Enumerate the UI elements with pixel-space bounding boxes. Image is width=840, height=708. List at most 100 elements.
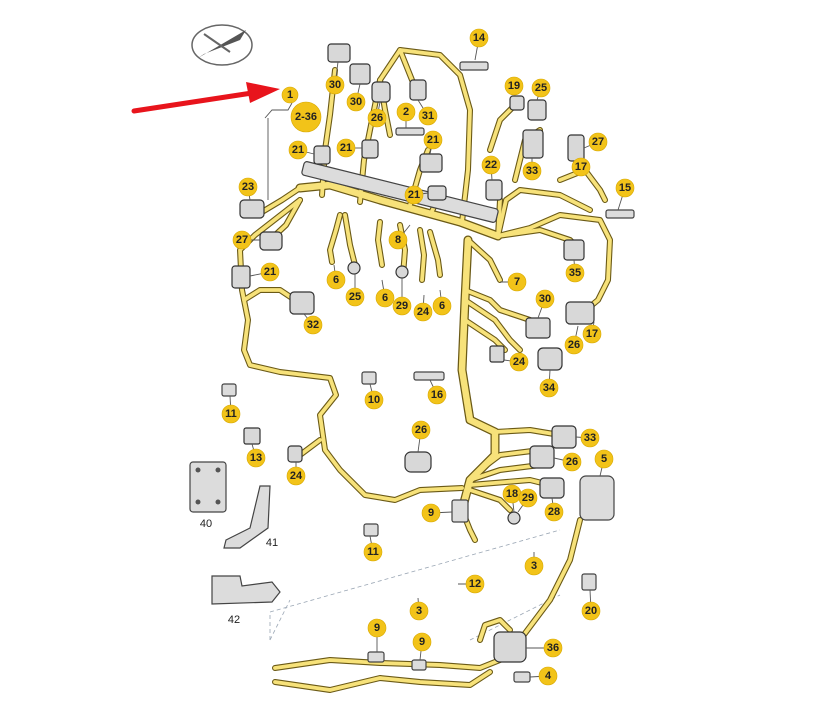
callout-14[interactable]: 14 bbox=[469, 28, 489, 61]
callout-29[interactable]: 29 bbox=[392, 278, 412, 316]
callout-number: 9 bbox=[419, 636, 425, 648]
callout-number: 25 bbox=[349, 291, 361, 303]
callout-19[interactable]: 19 bbox=[504, 76, 524, 97]
callout-21[interactable]: 21 bbox=[336, 138, 362, 158]
harness-branch bbox=[273, 670, 492, 692]
callout-31[interactable]: 31 bbox=[417, 99, 438, 126]
callout-12[interactable]: 12 bbox=[458, 574, 485, 594]
callout-badge-circle bbox=[531, 78, 551, 98]
callout-21[interactable]: 21 bbox=[288, 140, 315, 160]
connector-33a bbox=[522, 129, 544, 159]
callout-number: 19 bbox=[508, 80, 520, 92]
callout-29[interactable]: 29 bbox=[517, 488, 538, 513]
harness-branch bbox=[298, 438, 322, 457]
callout-21[interactable]: 21 bbox=[423, 130, 443, 155]
callout-33[interactable]: 33 bbox=[575, 428, 600, 448]
callout-badge-circle bbox=[582, 324, 602, 344]
callout-badge-circle bbox=[538, 666, 558, 686]
callout-3[interactable]: 3 bbox=[409, 597, 429, 621]
callout-23[interactable]: 23 bbox=[238, 177, 258, 201]
callout-number: 25 bbox=[535, 82, 547, 94]
callout-number: 27 bbox=[236, 234, 248, 246]
callout-2[interactable]: 2 bbox=[396, 102, 416, 128]
callout-number: 34 bbox=[543, 382, 556, 394]
callout-24[interactable]: 24 bbox=[503, 352, 529, 372]
callout-34[interactable]: 34 bbox=[539, 369, 559, 398]
callout-21[interactable]: 21 bbox=[404, 185, 429, 205]
callout-25[interactable]: 25 bbox=[345, 274, 365, 307]
callout-badge-circle bbox=[571, 157, 591, 177]
callout-6[interactable]: 6 bbox=[375, 279, 395, 308]
connector-13 bbox=[243, 427, 261, 445]
callout-16[interactable]: 16 bbox=[427, 379, 447, 405]
harness-branch bbox=[463, 298, 522, 352]
callout-3[interactable]: 3 bbox=[524, 552, 544, 576]
connector-34 bbox=[537, 347, 563, 371]
connector-bracket-rail bbox=[301, 161, 499, 223]
callout-number: 16 bbox=[431, 389, 443, 401]
callout-24[interactable]: 24 bbox=[413, 294, 433, 322]
callout-26[interactable]: 26 bbox=[564, 325, 584, 355]
callout-26[interactable]: 26 bbox=[411, 420, 431, 453]
callout-30[interactable]: 30 bbox=[535, 289, 555, 319]
callout-number: 10 bbox=[368, 394, 380, 406]
callout-badge-circle bbox=[465, 574, 485, 594]
callout-24[interactable]: 24 bbox=[286, 462, 306, 486]
callout-number: 15 bbox=[619, 182, 631, 194]
harness-branch bbox=[260, 186, 302, 214]
callout-26[interactable]: 26 bbox=[553, 452, 582, 472]
callout-25[interactable]: 25 bbox=[531, 78, 551, 101]
callout-18[interactable]: 18 bbox=[502, 484, 522, 513]
plate-40 bbox=[189, 461, 227, 513]
callout-badge-circle bbox=[238, 177, 258, 197]
callout-30[interactable]: 30 bbox=[325, 61, 345, 95]
bracket-15 bbox=[605, 209, 635, 219]
callout-20[interactable]: 20 bbox=[581, 589, 601, 621]
callout-10[interactable]: 10 bbox=[364, 383, 384, 410]
main-assembly-callout[interactable]: 1 2-36 bbox=[264, 86, 322, 200]
callout-36[interactable]: 36 bbox=[526, 638, 563, 658]
callout-8[interactable]: 8 bbox=[388, 224, 411, 250]
callout-11[interactable]: 11 bbox=[221, 395, 241, 424]
callout-6[interactable]: 6 bbox=[432, 289, 452, 316]
callout-17[interactable]: 17 bbox=[582, 321, 602, 344]
callout-number: 13 bbox=[250, 452, 262, 464]
callout-badge-circle bbox=[246, 448, 266, 468]
harness-branch bbox=[328, 213, 342, 264]
callout-13[interactable]: 13 bbox=[246, 443, 266, 468]
callout-number: 29 bbox=[522, 492, 534, 504]
callout-badge-circle bbox=[564, 335, 584, 355]
callout-21[interactable]: 21 bbox=[249, 262, 280, 282]
callout-5[interactable]: 5 bbox=[594, 449, 614, 477]
callout-32[interactable]: 32 bbox=[303, 313, 323, 335]
callout-9[interactable]: 9 bbox=[412, 632, 432, 661]
callout-4[interactable]: 4 bbox=[529, 666, 558, 686]
callout-27[interactable]: 27 bbox=[232, 230, 260, 250]
callout-30[interactable]: 30 bbox=[346, 83, 366, 112]
callout-7[interactable]: 7 bbox=[500, 272, 527, 292]
callout-17[interactable]: 17 bbox=[571, 157, 591, 177]
callout-26[interactable]: 26 bbox=[367, 101, 387, 128]
red-pointer-arrow bbox=[131, 82, 280, 114]
callout-badge-circle bbox=[509, 352, 529, 372]
relay-5 bbox=[579, 475, 615, 521]
callout-number: 21 bbox=[264, 266, 276, 278]
callout-9[interactable]: 9 bbox=[421, 503, 453, 523]
connector-23 bbox=[239, 199, 265, 219]
callout-15[interactable]: 15 bbox=[615, 178, 635, 211]
callout-number: 28 bbox=[548, 506, 560, 518]
callout-28[interactable]: 28 bbox=[544, 497, 564, 522]
callout-27[interactable]: 27 bbox=[583, 132, 608, 152]
callout-badge-circle bbox=[615, 178, 635, 198]
callout-6[interactable]: 6 bbox=[326, 264, 346, 290]
callout-11[interactable]: 11 bbox=[363, 535, 383, 562]
callout-35[interactable]: 35 bbox=[565, 259, 585, 283]
callout-9[interactable]: 9 bbox=[367, 618, 387, 652]
callout-33[interactable]: 33 bbox=[522, 158, 542, 181]
harness-branch bbox=[296, 181, 502, 240]
callout-badge-circle bbox=[524, 556, 544, 576]
callout-badge-circle bbox=[562, 452, 582, 472]
callout-22[interactable]: 22 bbox=[481, 155, 501, 181]
connector-21d bbox=[427, 185, 447, 201]
